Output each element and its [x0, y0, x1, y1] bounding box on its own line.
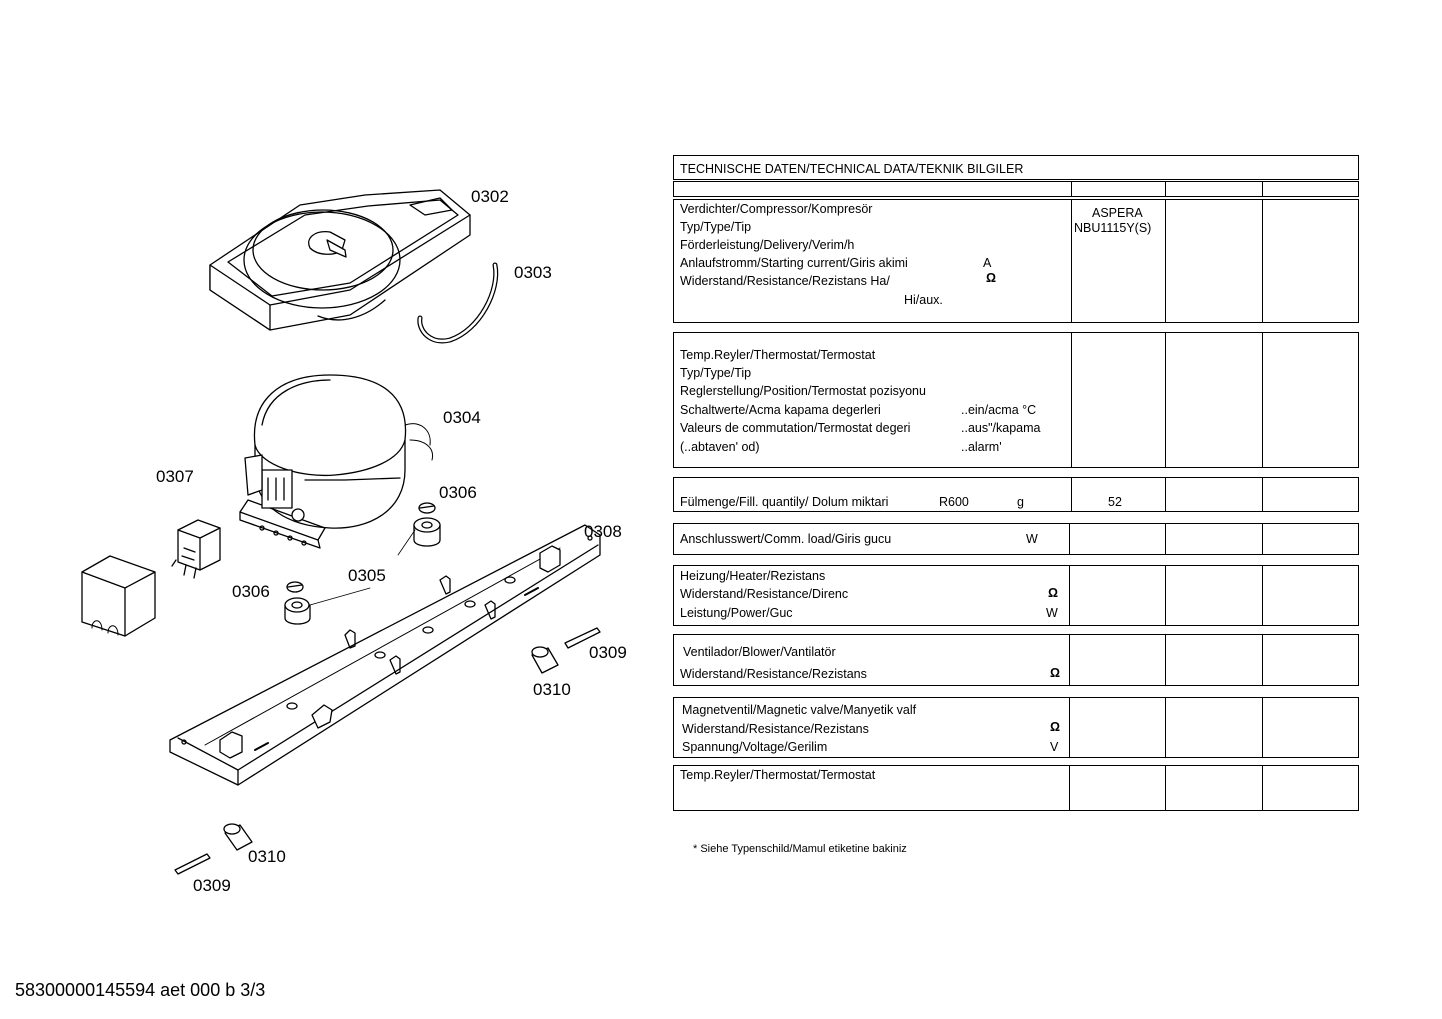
- start-relay-part: [171, 519, 221, 579]
- thermostat2-label: Temp.Reyler/Thermostat/Termostat: [680, 768, 876, 782]
- blower-resistance-label: Widerstand/Resistance/Rezistans: [680, 667, 867, 681]
- thermostat-type-label: Typ/Type/Tip: [680, 366, 752, 380]
- heater-power-label: Leistung/Power/Guc: [680, 606, 793, 620]
- fill-quantity-value: 52: [1108, 495, 1122, 509]
- fill-quantity-label: Fülmenge/Fill. quantily/ Dolum miktari: [680, 495, 889, 509]
- refrigerant-type: R600: [939, 495, 969, 509]
- compressor-section: Verdichter/Compressor/Kompresör Typ/Type…: [673, 199, 1359, 323]
- thermostat-position-label: Reglerstellung/Position/Termostat pozisy…: [680, 384, 926, 398]
- valve-label: Magnetventil/Magnetic valve/Manyetik val…: [682, 703, 917, 717]
- thermostat-label: Temp.Reyler/Thermostat/Termostat: [680, 348, 876, 362]
- blower-section: Ventilador/Blower/Vantilatör Widerstand/…: [673, 634, 1359, 686]
- heater-resistance-label: Widerstand/Resistance/Direnc: [680, 587, 849, 601]
- callout-0306-lower: 0306: [232, 582, 270, 601]
- starting-current-unit: A: [983, 256, 992, 270]
- bushing-part-left: [223, 823, 253, 851]
- compressor-type-value: NBU1115Y(S): [1074, 221, 1152, 235]
- heater-resistance-unit: Ω: [1048, 586, 1059, 600]
- heater-power-unit: W: [1046, 606, 1058, 620]
- load-unit: W: [1026, 532, 1038, 546]
- switch-off-unit: ..aus"/kapama: [961, 421, 1041, 435]
- table-title: TECHNISCHE DATEN/TECHNICAL DATA/TEKNIK B…: [680, 162, 1024, 176]
- pin-part-right: [564, 627, 601, 649]
- callout-0303: 0303: [514, 263, 552, 282]
- alarm-unit: ..alarm': [961, 440, 1002, 454]
- callout-0307: 0307: [156, 467, 194, 486]
- thermostat-section: Temp.Reyler/Thermostat/Termostat Typ/Typ…: [673, 332, 1359, 468]
- valve-section: Magnetventil/Magnetic valve/Manyetik val…: [673, 697, 1359, 758]
- switch-on-unit: ..ein/acma °C: [961, 403, 1037, 417]
- exploded-parts-drawing: [81, 189, 601, 875]
- valve-resistance-unit: Ω: [1050, 720, 1061, 734]
- callout-0306-upper: 0306: [439, 483, 477, 502]
- callout-0310-right: 0310: [533, 680, 571, 699]
- valve-voltage-label: Spannung/Voltage/Gerilim: [682, 740, 828, 754]
- callout-0305: 0305: [348, 566, 386, 585]
- callout-0304: 0304: [443, 408, 481, 427]
- commutation-values-label: Valeurs de commutation/Termostat degeri: [680, 421, 911, 435]
- starting-current-label: Anlaufstromm/Starting current/Giris akim…: [680, 256, 908, 270]
- bushing-part-right: [531, 646, 559, 674]
- callout-0310-left: 0310: [248, 847, 286, 866]
- callout-0308: 0308: [584, 522, 622, 541]
- compressor-brand-value: ASPERA: [1092, 206, 1143, 220]
- callout-0302: 0302: [471, 187, 509, 206]
- grommet-part-lower: [284, 581, 311, 625]
- drain-hose-part: [417, 262, 499, 344]
- footnote: * Siehe Typenschild/Mamul etiketine baki…: [693, 843, 907, 855]
- blower-label: Ventilador/Blower/Vantilatör: [683, 645, 836, 659]
- base-plate-part: [169, 524, 601, 786]
- callout-0309-left: 0309: [193, 876, 231, 895]
- load-label: Anschlusswert/Comm. load/Giris gucu: [680, 532, 892, 546]
- callout-0309-right: 0309: [589, 643, 627, 662]
- table-title-row: TECHNISCHE DATEN/TECHNICAL DATA/TEKNIK B…: [673, 155, 1359, 180]
- grommet-part-upper: [413, 502, 441, 547]
- switch-values-label: Schaltwerte/Acma kapama degerleri: [680, 403, 881, 417]
- fill-quantity-unit: g: [1017, 495, 1024, 509]
- thermostat2-section: Temp.Reyler/Thermostat/Termostat: [673, 765, 1359, 811]
- document-id: 58300000145594 aet 000 b 3/3: [15, 980, 266, 1000]
- fill-quantity-section: Fülmenge/Fill. quantily/ Dolum miktari R…: [673, 477, 1359, 512]
- blower-resistance-unit: Ω: [1050, 666, 1061, 680]
- resistance-label: Widerstand/Resistance/Rezistans Ha/: [680, 274, 890, 288]
- valve-resistance-label: Widerstand/Resistance/Rezistans: [682, 722, 869, 736]
- relay-cover-part: [81, 555, 156, 637]
- load-section: Anschlusswert/Comm. load/Giris gucu W: [673, 523, 1359, 555]
- defrost-label: (..abtaven' od): [680, 440, 760, 454]
- heater-section: Heizung/Heater/Rezistans Widerstand/Resi…: [673, 565, 1359, 626]
- resistance-unit: Ω: [986, 271, 997, 285]
- compressor-label: Verdichter/Compressor/Kompresör: [680, 202, 873, 216]
- valve-voltage-unit: V: [1050, 740, 1059, 754]
- heater-label: Heizung/Heater/Rezistans: [680, 569, 826, 583]
- table-header-row: [673, 181, 1359, 197]
- type-label: Typ/Type/Tip: [680, 220, 752, 234]
- compressor-part: [239, 374, 434, 549]
- delivery-label: Förderleistung/Delivery/Verim/h: [680, 238, 855, 252]
- pin-part-left: [174, 853, 211, 875]
- resistance-aux-label: Hi/aux.: [904, 293, 943, 307]
- drip-tray-part: [209, 189, 471, 331]
